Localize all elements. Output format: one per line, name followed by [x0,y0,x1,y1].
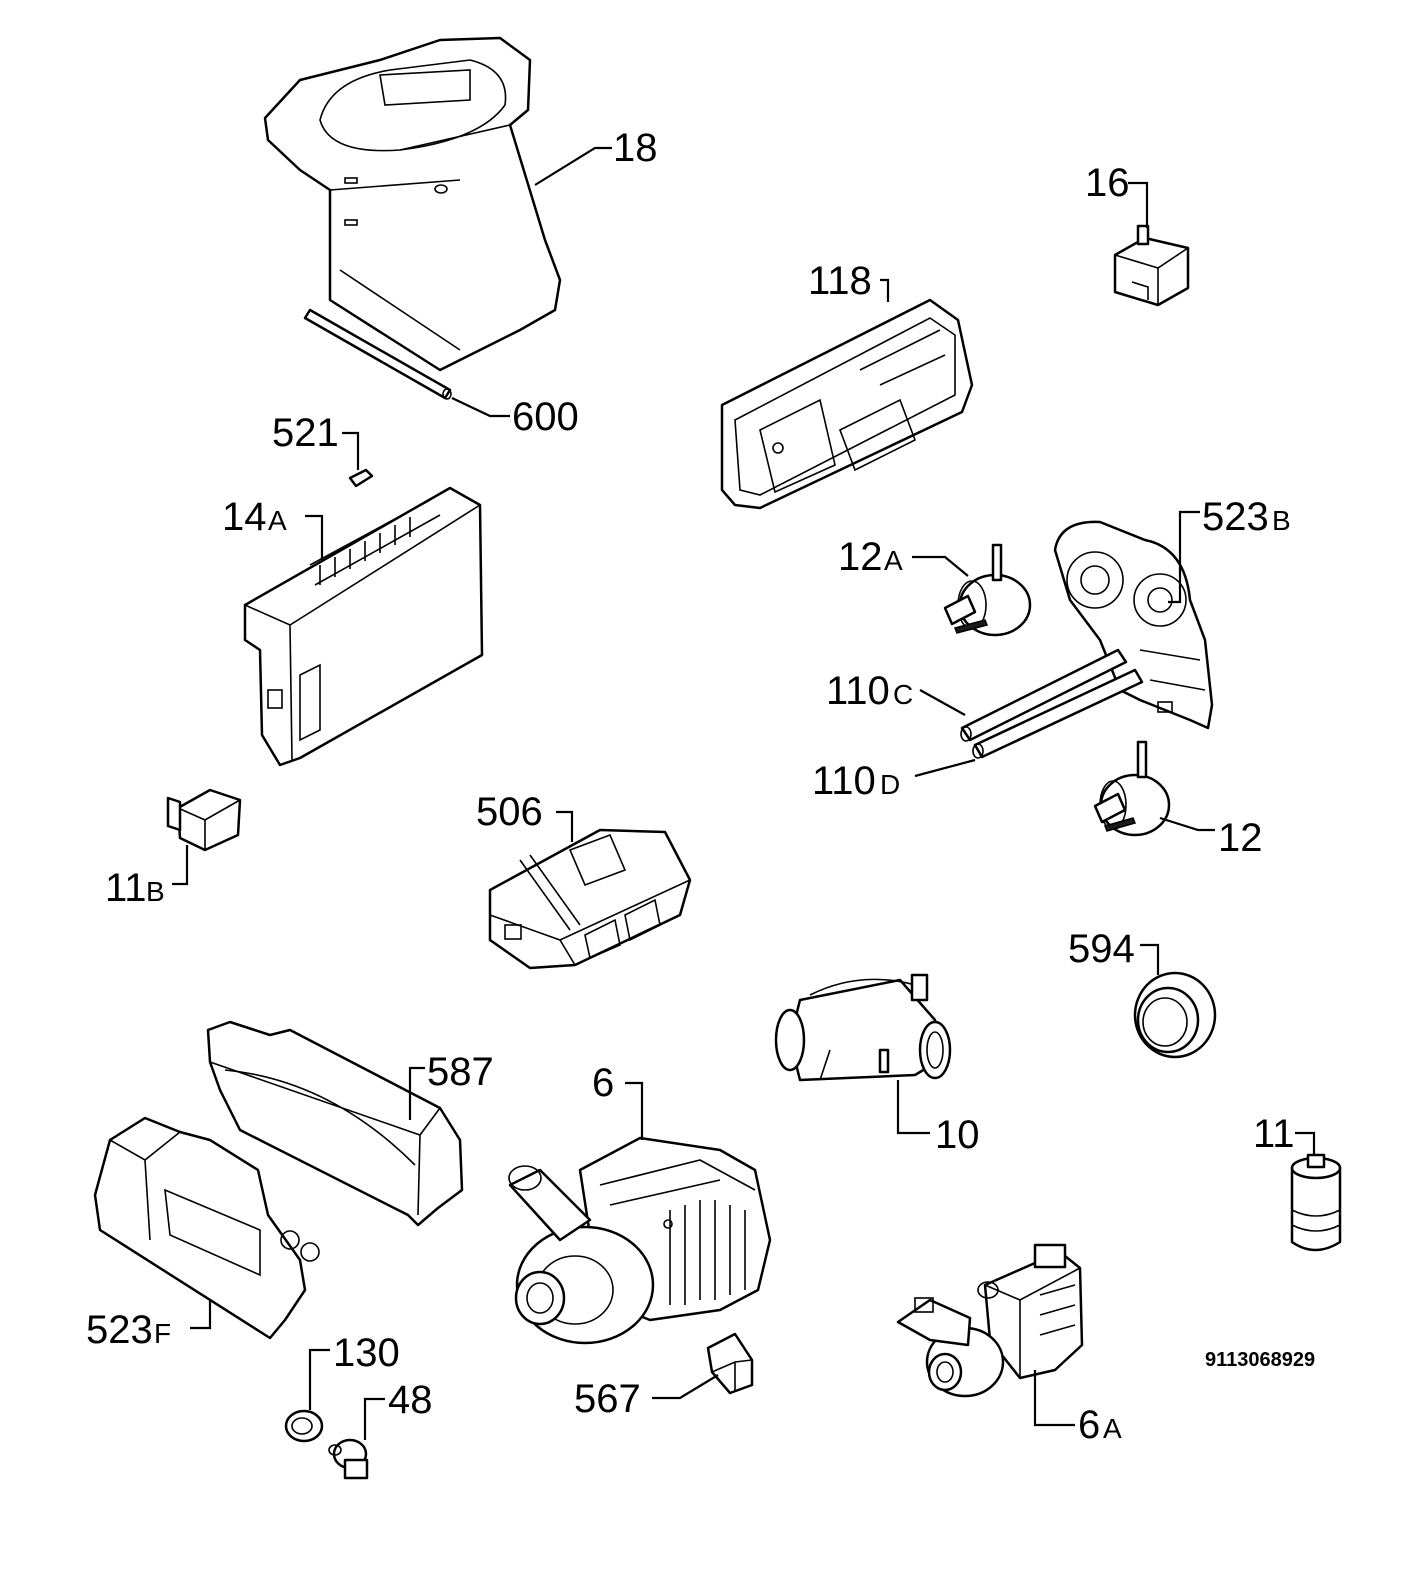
label-14a: 14 A [222,495,324,560]
label-523b: 523 B [1168,495,1291,604]
part-12a-pressure-switch[interactable] [943,543,1032,637]
label-594-text: 594 [1068,927,1135,971]
label-48-text: 48 [388,1378,433,1422]
part-506-dispenser[interactable] [488,828,692,970]
label-567: 567 [574,1374,719,1421]
label-587: 587 [408,1050,494,1120]
part-587-cover[interactable] [206,1020,464,1227]
drawing-reference-number: 9113068929 [1205,1349,1315,1371]
label-11-text: 11 [1253,1112,1295,1156]
part-14a-electronic-module[interactable] [243,486,484,767]
label-600-text: 600 [512,395,579,439]
part-521-clip[interactable] [348,468,374,488]
part-523b-bracket[interactable] [1053,520,1214,730]
part-110d-hose[interactable] [972,668,1144,759]
label-6a: 6 A [1033,1370,1122,1447]
label-118: 118 [808,259,890,303]
label-110c: 110 C [826,669,966,716]
part-594-cap[interactable] [1133,971,1217,1059]
label-10-text: 10 [935,1113,980,1157]
label-12a-suffix: A [884,545,903,576]
label-110c-suffix: C [893,679,913,710]
label-12a: 12 A [838,535,969,579]
label-6-text: 6 [592,1061,614,1105]
part-18-duct-cover[interactable] [263,36,562,400]
part-10-heater[interactable] [774,973,952,1082]
label-523f: 523 F [86,1300,212,1352]
label-523b-text: 523 [1202,495,1269,539]
label-523f-suffix: F [154,1318,171,1349]
label-14a-suffix: A [268,505,287,536]
label-523b-suffix: B [1272,505,1291,536]
label-506: 506 [476,790,574,842]
label-506-text: 506 [476,790,543,834]
label-110d-suffix: D [880,769,900,800]
label-18: 18 [534,126,658,186]
part-567-connector[interactable] [706,1332,754,1395]
part-12-pressure-switch[interactable] [1093,740,1171,837]
label-11: 11 [1253,1112,1316,1156]
label-587-text: 587 [427,1050,494,1094]
part-130-seal[interactable] [284,1409,324,1443]
part-11-capacitor[interactable] [1290,1153,1342,1252]
label-11b-text: 11 [105,866,147,910]
label-11b-suffix: B [146,876,165,907]
label-11b: 11 B [105,845,189,910]
label-16: 16 [1085,161,1149,228]
label-6a-suffix: A [1103,1413,1122,1444]
part-48-plug[interactable] [328,1438,369,1480]
label-110d-text: 110 [812,759,876,803]
part-6-circulation-motor[interactable] [508,1136,772,1345]
part-118-control-panel[interactable] [720,298,974,510]
part-523f-bracket[interactable] [93,1116,320,1340]
label-6: 6 [592,1061,644,1140]
label-521-text: 521 [272,411,339,455]
label-12: 12 [1159,816,1263,860]
label-12a-text: 12 [838,535,883,579]
label-16-text: 16 [1085,161,1130,205]
part-11b-relay[interactable] [166,788,242,852]
part-6a-drain-pump[interactable] [896,1243,1084,1398]
label-567-text: 567 [574,1377,641,1421]
label-130: 130 [308,1331,400,1410]
part-16-switch[interactable] [1113,224,1190,307]
label-110c-text: 110 [826,669,890,713]
label-110d: 110 D [812,758,976,803]
label-523f-text: 523 [86,1308,153,1352]
label-18-text: 18 [613,126,658,170]
label-12-text: 12 [1218,816,1263,860]
label-10: 10 [896,1080,980,1157]
label-600: 600 [451,395,579,439]
label-521: 521 [272,411,360,470]
label-48: 48 [363,1378,433,1440]
label-14a-text: 14 [222,495,267,539]
label-6a-text: 6 [1078,1403,1100,1447]
label-130-text: 130 [333,1331,400,1375]
label-118-text: 118 [808,259,872,303]
label-594: 594 [1068,927,1160,975]
part-110c-hose[interactable] [960,648,1128,742]
